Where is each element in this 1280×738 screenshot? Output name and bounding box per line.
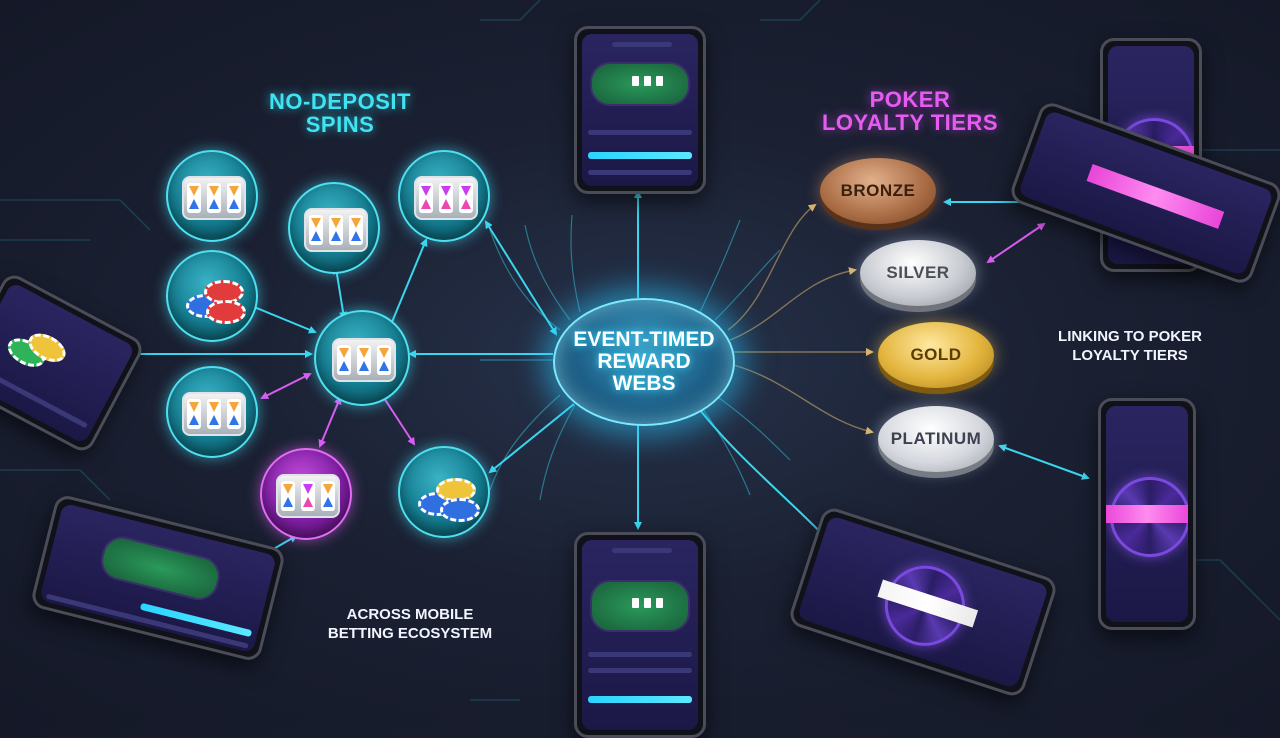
slot-node — [288, 182, 380, 274]
smartphone-icon — [1098, 398, 1196, 630]
slot-machine-icon — [332, 338, 396, 382]
connector-layer — [0, 0, 1280, 701]
slot-node — [166, 366, 258, 458]
slot-node — [166, 150, 258, 242]
smartphone-icon — [574, 532, 706, 738]
chips-node — [398, 446, 490, 538]
mobile-ecosystem-caption: ACROSS MOBILE BETTING ECOSYSTEM — [327, 606, 493, 642]
slot-node-purple — [260, 448, 352, 540]
hub-label: EVENT-TIMED REWARD WEBS — [573, 327, 715, 396]
slot-hub-node — [314, 310, 410, 406]
slot-machine-icon — [414, 176, 478, 220]
event-timed-reward-webs-hub: EVENT-TIMED REWARD WEBS — [553, 298, 735, 426]
chips-node — [166, 250, 258, 342]
gold-tier-coin: GOLD — [878, 322, 994, 388]
bronze-tier-coin: BRONZE — [820, 158, 936, 224]
poker-chips-icon — [180, 270, 246, 324]
silver-tier-coin: SILVER — [860, 240, 976, 306]
no-deposit-spins-heading: NO-DEPOSIT SPINS — [269, 89, 411, 138]
slot-node — [398, 150, 490, 242]
linking-tiers-caption: LINKING TO POKER LOYALTY TIERS — [1058, 328, 1202, 364]
smartphone-icon — [574, 26, 706, 194]
platinum-tier-coin: PLATINUM — [878, 406, 994, 472]
slot-machine-icon — [304, 208, 368, 252]
poker-chips-icon — [412, 466, 480, 522]
poker-loyalty-tiers-heading: POKER LOYALTY TIERS — [821, 87, 998, 136]
slot-machine-icon — [276, 474, 340, 518]
slot-machine-icon — [182, 392, 246, 436]
slot-machine-icon — [182, 176, 246, 220]
